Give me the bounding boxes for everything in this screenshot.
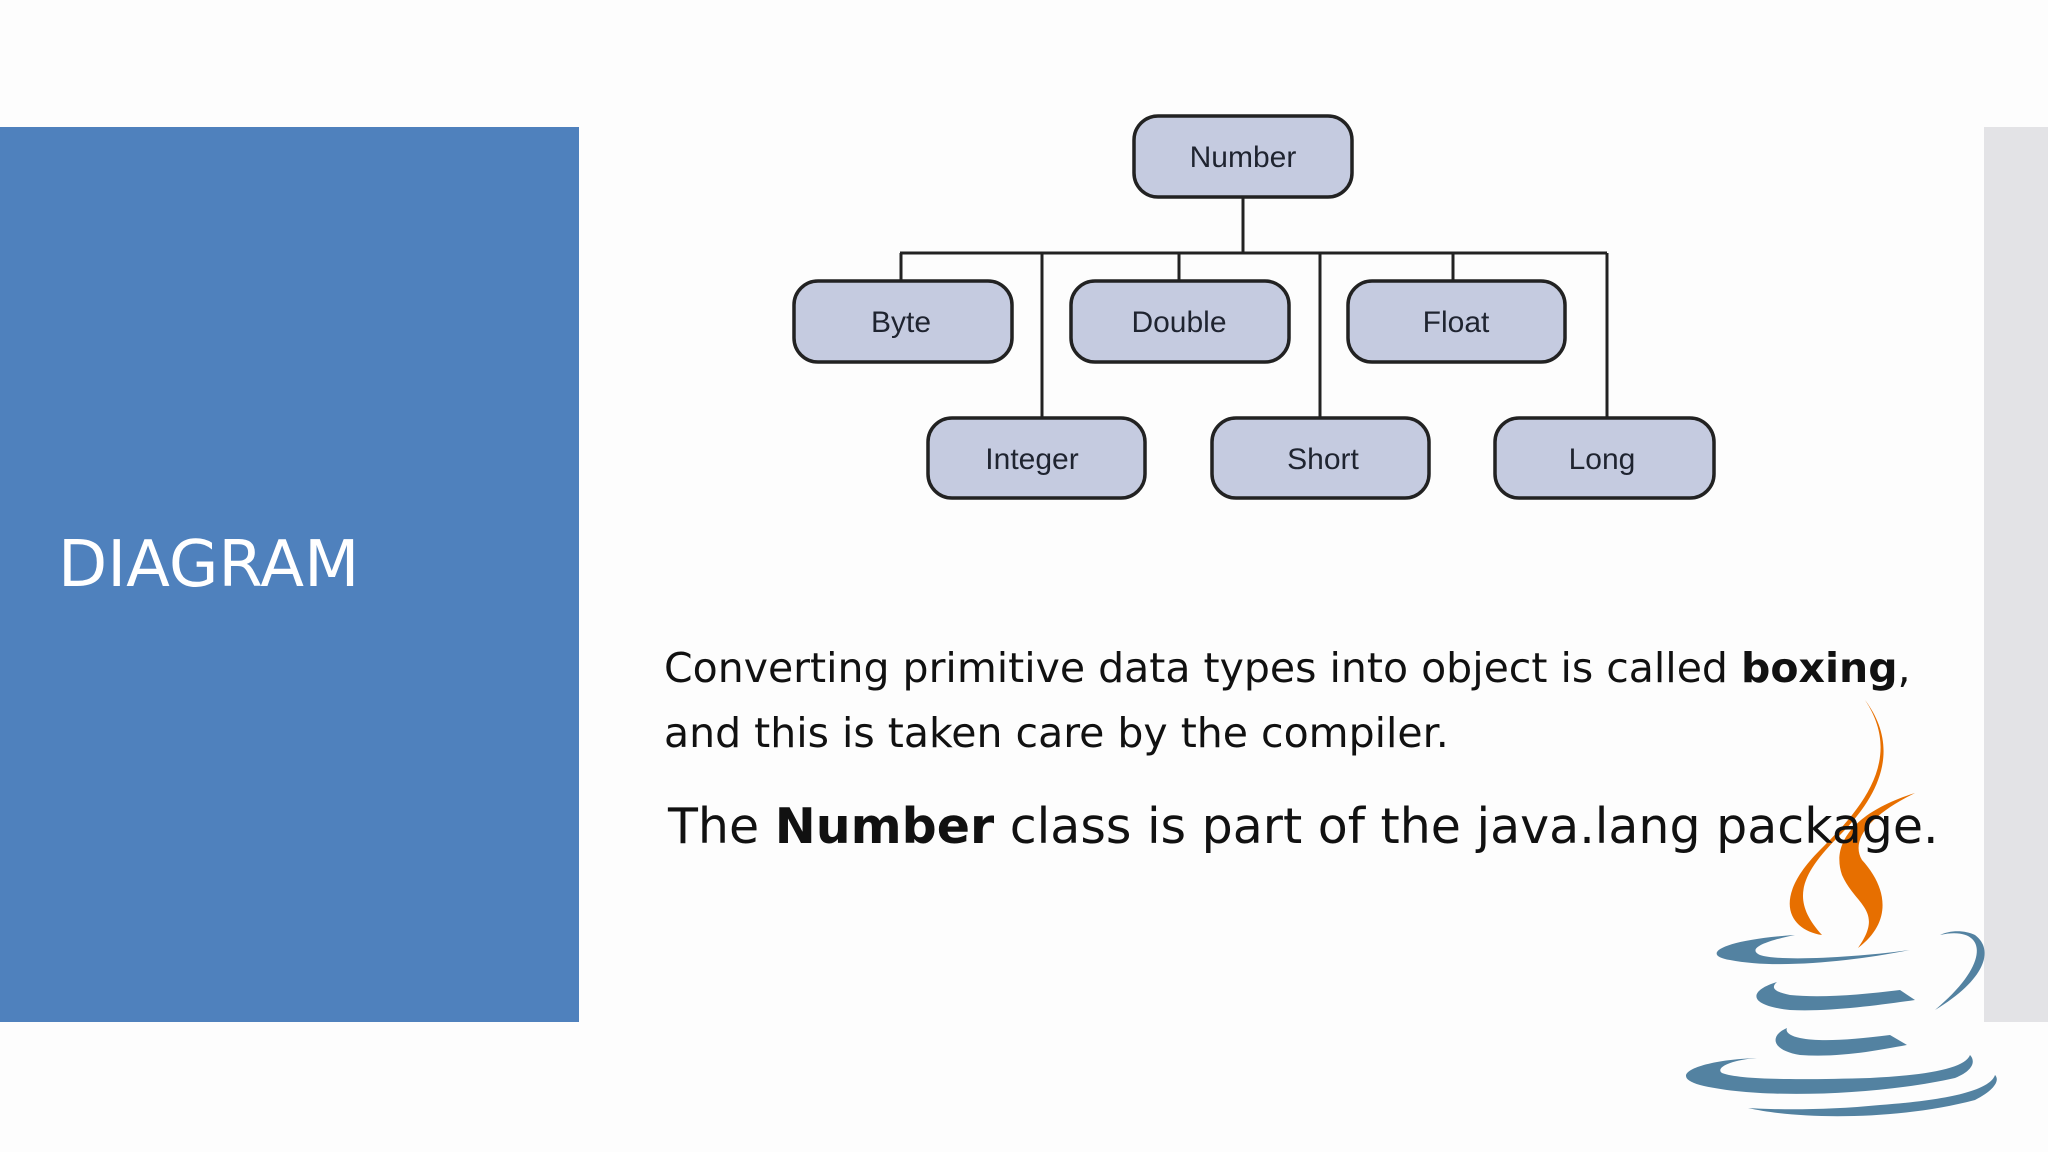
text: , and this is taken care by the compiler… [664,644,1911,757]
bold-term: Number [774,798,995,855]
node-label: Short [1287,443,1359,476]
side-strip [1984,127,2048,1022]
node-double: Double [1069,279,1291,364]
boxing-paragraph: Converting primitive data types into obj… [664,636,1964,766]
node-label: Integer [985,443,1078,476]
bold-term: boxing [1740,644,1898,692]
node-short: Short [1210,416,1431,500]
number-class-paragraph: The Number class is part of the java.lan… [668,798,1939,855]
node-label: Long [1569,443,1636,476]
node-label: Byte [871,306,931,339]
connector-lines [899,197,1609,418]
node-byte: Byte [792,279,1014,364]
number-class-hierarchy-diagram: Number Byte Double Float Integer Short L… [792,114,1716,500]
title-panel [0,127,579,1022]
cup-icon [1686,931,1997,1117]
node-label: Number [1190,141,1297,174]
text: class is part of the java.lang package. [994,798,1939,855]
text: Converting primitive data types into obj… [664,644,1741,692]
flame-icon [1789,700,1915,948]
java-logo-icon [1686,700,1997,1117]
node-label: Double [1131,306,1226,339]
node-label: Float [1423,306,1490,339]
node-number: Number [1132,114,1354,199]
node-long: Long [1493,416,1716,500]
node-float: Float [1346,279,1567,364]
text: The [668,798,775,855]
node-integer: Integer [926,416,1147,500]
slide-title: DIAGRAM [58,528,360,602]
